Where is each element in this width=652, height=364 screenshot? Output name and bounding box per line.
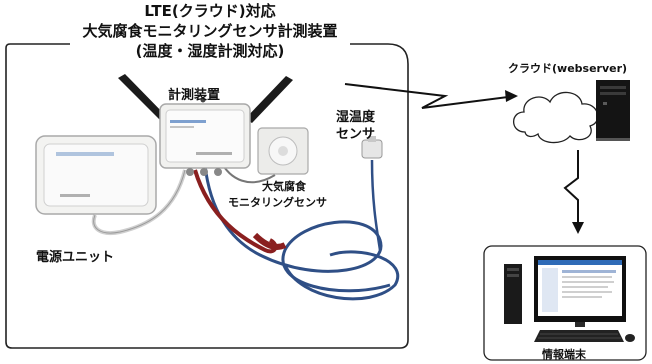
- power-unit-label: 電源ユニット: [36, 250, 115, 265]
- power-unit-device: [35, 135, 157, 215]
- corrosion-sensor-device: [257, 127, 309, 175]
- corrosion-sensor-label-1: 大気腐食: [262, 180, 306, 193]
- measurement-device-box: [159, 97, 251, 176]
- info-terminal-label: 情報端末: [542, 348, 586, 361]
- monitor-icon: [534, 256, 626, 327]
- title-line-3: (温度・湿度計測対応): [135, 42, 285, 60]
- mouse-icon: [625, 334, 635, 342]
- humidity-sensor-label-2: センサ: [336, 127, 376, 142]
- measurement-device-label: 計測装置: [168, 88, 221, 103]
- antenna-right: [245, 76, 293, 123]
- system-frame: [5, 43, 409, 349]
- server-icon: [596, 80, 630, 141]
- cloud-icon: [512, 91, 599, 144]
- corrosion-sensor-label-2: モニタリングセンサ: [228, 196, 327, 209]
- cloud-label: クラウド(webserver): [508, 62, 628, 75]
- title-line-1: LTE(クラウド)対応: [144, 2, 276, 20]
- antenna-left: [118, 74, 168, 122]
- humidity-sensor-probe: [361, 136, 383, 159]
- humidity-sensor-label-1: 湿温度: [336, 110, 376, 125]
- pc-tower-icon: [504, 264, 522, 324]
- title-line-2: 大気腐食モニタリングセンサ計測装置: [82, 22, 338, 40]
- keyboard-icon: [534, 330, 624, 342]
- lte-link-arrow: [344, 83, 518, 109]
- cloud-to-terminal-arrow: [563, 150, 584, 234]
